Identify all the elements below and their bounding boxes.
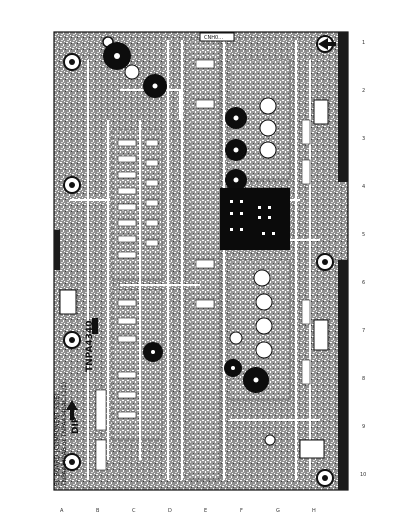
grid-ref-right: 2 (362, 88, 365, 94)
connector-cnh (199, 32, 235, 42)
capacitors-outlined (124, 64, 277, 446)
dip-label: DIP (71, 416, 81, 434)
grid-ref-bottom: E (204, 508, 207, 514)
grid-ref-right: 8 (362, 376, 365, 382)
grid-ref-right: 10 (360, 472, 366, 478)
grid-ref-bottom: F (240, 508, 243, 514)
grid-ref-right: 4 (362, 184, 365, 190)
board-part-label: TNPA4340 (85, 321, 95, 372)
capacitors-large (103, 42, 269, 393)
grid-ref-bottom: B (96, 508, 100, 514)
grid-refs-right: 1 2 3 4 5 6 7 8 9 10 (360, 40, 366, 478)
grid-ref-bottom: A (60, 508, 64, 514)
mounting-holes (63, 35, 334, 487)
connector-left (59, 289, 77, 315)
grid-ref-bottom: D (168, 508, 172, 514)
grid-ref-bottom: C (132, 508, 136, 514)
grid-ref-right: 6 (362, 280, 365, 286)
grid-ref-right: 9 (362, 424, 365, 430)
connector-right-1 (313, 99, 329, 125)
connector-small (92, 318, 98, 334)
connector-label: CNH0… (204, 35, 223, 41)
board-edge-strip-top (338, 32, 348, 182)
component-rows (95, 59, 311, 471)
grid-ref-bottom: G (276, 508, 280, 514)
grid-ref-right: 3 (362, 136, 365, 142)
board-caption-line1: SC BOARD (COMPONENT SIDE) (54, 393, 61, 486)
connectors (59, 32, 329, 459)
heatsink-block (220, 188, 290, 250)
board-edge-strip-left (54, 230, 60, 270)
connector-right-2 (313, 319, 329, 351)
board-edge-strip-bottom (338, 260, 348, 490)
grid-ref-right: 5 (362, 232, 365, 238)
traces (70, 40, 320, 480)
arrow-icon (66, 38, 336, 420)
grid-ref-right: 1 (362, 40, 365, 46)
connector-bottom (299, 439, 325, 459)
grid-refs-bottom: A B C D E F G H (60, 508, 316, 514)
grid-ref-bottom: H (312, 508, 316, 514)
grid-ref-right: 7 (362, 328, 365, 334)
board-caption-line2: TNPA4340AB or TNPA4340AC (1/1) (61, 382, 68, 487)
